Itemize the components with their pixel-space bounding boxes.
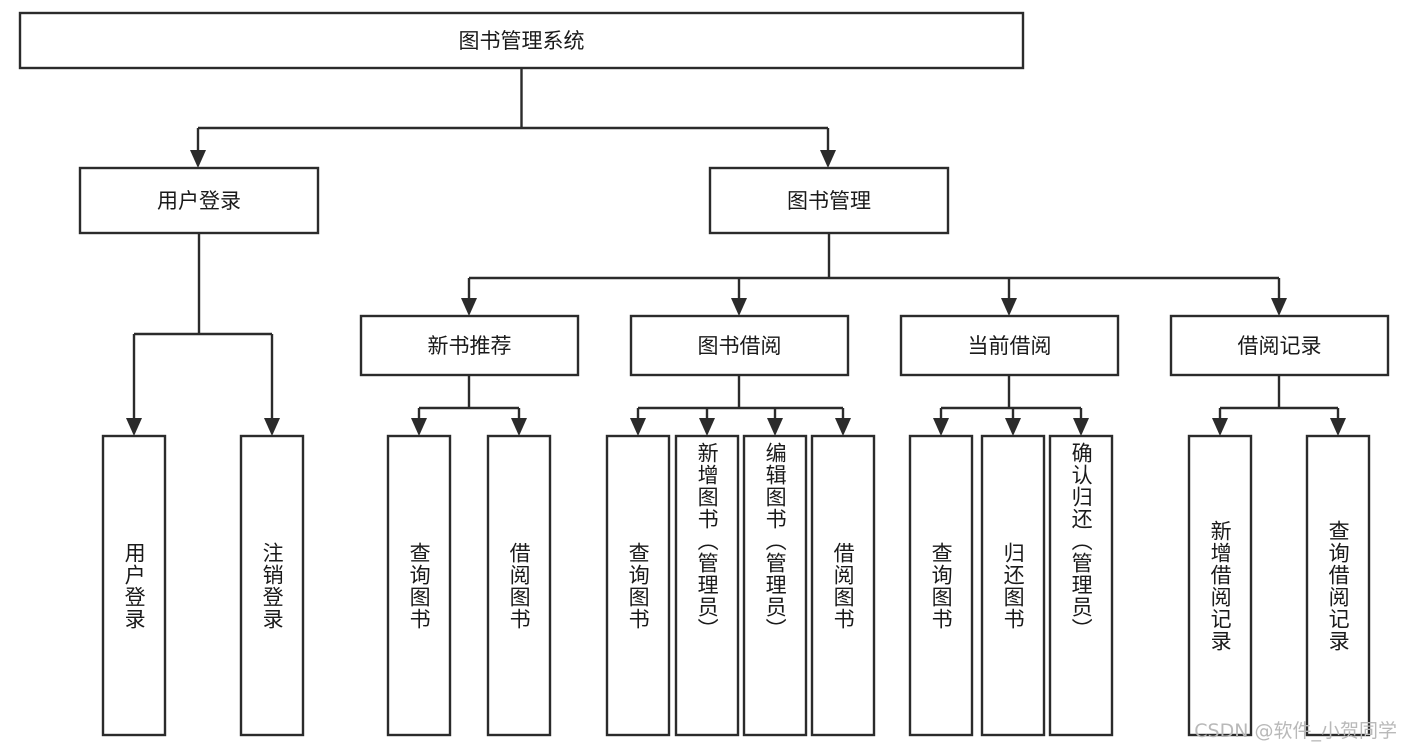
connector-currentborrow-children <box>933 375 1089 436</box>
connector-borrowrecord-children <box>1212 375 1346 436</box>
node-leaf-query-borrow-record-box[interactable] <box>1305 434 1371 737</box>
node-leaf-return-book-box[interactable] <box>980 434 1046 737</box>
node-leaf-confirm-return-admin-box[interactable] <box>1048 434 1114 737</box>
node-leaf-add-book-admin-box[interactable] <box>674 434 740 737</box>
node-leaf-logout-box[interactable] <box>239 434 305 737</box>
node-leaf-add-borrow-record-box[interactable] <box>1187 434 1253 737</box>
node-level2-book-borrow-box[interactable] <box>629 314 850 377</box>
node-level2-new-book-recommend-box[interactable] <box>359 314 580 377</box>
node-leaf-query-book-current-box[interactable] <box>908 434 974 737</box>
node-level2-current-borrow-label: 当前借阅 <box>968 334 1052 358</box>
node-level1-book-management-label: 图书管理 <box>787 189 871 213</box>
node-level1-user-login-label: 用户登录 <box>157 189 241 213</box>
node-level2-borrow-record-label: 借阅记录 <box>1238 334 1322 358</box>
node-level1-user-login-box[interactable] <box>78 166 320 235</box>
node-leaf-borrow-book-box[interactable] <box>810 434 876 737</box>
connector-bookmgmt-children <box>461 233 1287 316</box>
connector-root-to-level1 <box>190 68 836 168</box>
node-level1-book-management-box[interactable] <box>708 166 950 235</box>
node-level2-book-borrow-label: 图书借阅 <box>698 334 782 358</box>
node-root-label: 图书管理系统 <box>459 29 585 53</box>
connector-userlogin-children <box>126 233 280 436</box>
node-leaf-borrow-book-rec-box[interactable] <box>486 434 552 737</box>
connector-newbook-children <box>411 375 527 436</box>
node-leaf-user-login-box[interactable] <box>101 434 167 737</box>
node-leaf-query-book-rec-box[interactable] <box>386 434 452 737</box>
node-level2-new-book-recommend-label: 新书推荐 <box>428 334 512 358</box>
node-level2-current-borrow-box[interactable] <box>899 314 1120 377</box>
node-level2-borrow-record-box[interactable] <box>1169 314 1390 377</box>
node-leaf-edit-book-admin-box[interactable] <box>742 434 808 737</box>
connector-bookborrow-children <box>630 375 851 436</box>
node-root-box[interactable] <box>18 11 1025 70</box>
node-leaf-query-book-borrow-box[interactable] <box>605 434 671 737</box>
